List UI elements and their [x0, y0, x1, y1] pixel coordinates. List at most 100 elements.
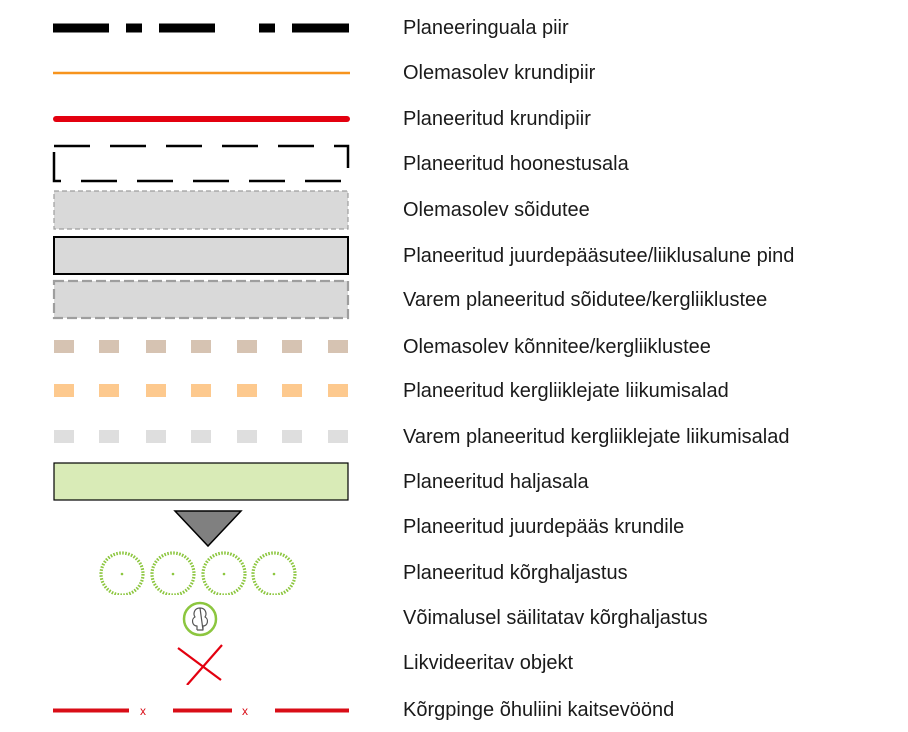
legend-symbol-brown-square-row [40, 325, 360, 369]
existing-walkway-square [328, 340, 348, 353]
legend-label: Likvideeritav objekt [403, 652, 574, 674]
tree-center-dot [272, 572, 276, 576]
legend-label: Planeeritud haljasala [403, 471, 589, 493]
legend-row: Varem planeeritud sõidutee/kergliikluste… [0, 278, 908, 322]
existing-walkway-square [237, 340, 257, 353]
legend-row: Planeeritud haljasala [0, 460, 908, 504]
legend-symbol-thick-red-line [40, 97, 360, 141]
legend-symbol-grey-triangle [40, 505, 360, 549]
legend-symbol-svg [53, 236, 349, 275]
legend-symbol-svg [53, 462, 349, 501]
legend-symbol-svg [53, 190, 349, 230]
legend-row: Planeeritud juurdepääsutee/liiklusalune … [0, 234, 908, 278]
legend-symbol-dashed-black-rectangle [40, 142, 360, 186]
legend-label: Planeeringuala piir [403, 17, 569, 39]
tree-circle [201, 551, 247, 595]
earlier-road-rect [52, 279, 350, 320]
legend-symbol-svg [54, 340, 348, 353]
legend-row: Varem planeeritud kergliiklejate liikumi… [0, 415, 908, 459]
legend-row: Planeeritud kõrghaljastus [0, 551, 908, 595]
legend-row: Võimalusel säilitatav kõrghaljastus [0, 596, 908, 640]
legend-symbol-svg [182, 601, 218, 637]
existing-walkway-square [54, 340, 74, 353]
legend-symbol-dash-dot-black-line [40, 6, 360, 50]
legend-symbol-tree-icon [40, 596, 360, 640]
legend-label: Olemasolev sõidutee [403, 199, 590, 221]
earlier-walkway-square [191, 430, 211, 443]
boundary-segment [126, 23, 142, 33]
legend-row: Planeeritud hoonestusala [0, 142, 908, 186]
legend-symbol-grey-dashed-rectangle [40, 188, 360, 232]
powerline-segment [173, 708, 232, 713]
legend-symbol-thin-orange-line [40, 51, 360, 95]
tree-center-dot [222, 572, 226, 576]
legend-symbol-svg [53, 116, 350, 122]
boundary-segment [53, 23, 109, 33]
legend-row: Likvideeritav objekt [0, 641, 908, 685]
existing-walkway-square [282, 340, 302, 353]
legend-label: Planeeritud juurdepääsutee/liiklusalune … [403, 245, 795, 267]
legend-label: Varem planeeritud kergliiklejate liikumi… [403, 426, 790, 448]
planned-road-rect [53, 236, 349, 275]
existing-road-rect [53, 190, 349, 230]
powerline-x-marker: x [140, 704, 146, 718]
legend-symbol-red-cross [40, 641, 360, 685]
legend-label: Planeeritud kõrghaljastus [403, 562, 628, 584]
planned-walkway-square [237, 384, 257, 397]
legend-label: Planeeritud kergliiklejate liikumisalad [403, 380, 729, 402]
earlier-walkway-square [54, 430, 74, 443]
legend-symbol-svg [173, 510, 243, 548]
access-triangle [173, 510, 243, 548]
boundary-segment [159, 23, 215, 33]
tree-icon-circle [182, 601, 218, 637]
existing-walkway-square [191, 340, 211, 353]
tree-glyph-icon [191, 607, 209, 631]
planned-walkway-square [191, 384, 211, 397]
legend-symbol-svg [53, 23, 349, 33]
legend-symbol-tree-circles [40, 551, 360, 595]
legend-row: Olemasolev kõnnitee/kergliiklustee [0, 325, 908, 369]
legend-label: Olemasolev krundipiir [403, 62, 596, 84]
legend-row: Planeeritud juurdepääs krundile [0, 505, 908, 549]
tree-circle [150, 551, 196, 595]
greenery-rect [53, 462, 349, 501]
legend-label: Varem planeeritud sõidutee/kergliikluste… [403, 289, 768, 311]
legend-label: Planeeritud hoonestusala [403, 153, 629, 175]
tree-center-dot [120, 572, 124, 576]
legend-symbol-grey-square-row [40, 415, 360, 459]
legend-symbol-svg [54, 430, 348, 443]
legend-symbol-svg [177, 644, 223, 685]
planned-walkway-square [54, 384, 74, 397]
building-area-rect [52, 144, 350, 183]
tree-circles-group [99, 551, 297, 595]
legend-symbol-svg [52, 279, 350, 320]
boundary-segment [292, 23, 349, 33]
legend-label: Planeeritud juurdepääs krundile [403, 516, 685, 538]
legend-symbol-grey-solid-rectangle [40, 234, 360, 278]
boundary-segment [259, 23, 275, 33]
legend-label: Planeeritud krundipiir [403, 108, 591, 130]
earlier-walkway-square [146, 430, 166, 443]
legend-symbol-orange-square-row [40, 369, 360, 413]
existing-walkway-square-row [54, 340, 348, 353]
legend-row: Olemasolev sõidutee [0, 188, 908, 232]
legend-row: Olemasolev krundipiir [0, 51, 908, 95]
tree-center-dot [171, 572, 175, 576]
legend-row: Planeeringuala piir [0, 6, 908, 50]
tree-circle [251, 551, 297, 595]
legend-label: Võimalusel säilitatav kõrghaljastus [403, 607, 708, 629]
remove-cross [177, 644, 223, 685]
legend-label: Kõrgpinge õhuliini kaitsevöönd [403, 699, 675, 721]
legend-symbol-grey-dashed-thick-rectangle [40, 278, 360, 322]
cross-stroke [177, 647, 222, 681]
legend-row: Planeeritud krundipiir [0, 97, 908, 141]
legend-symbol-svg [99, 551, 297, 595]
powerline-segment [275, 708, 349, 713]
earlier-walkway-square [328, 430, 348, 443]
earlier-walkway-square-row [54, 430, 348, 443]
planned-walkway-square-row [54, 384, 348, 397]
